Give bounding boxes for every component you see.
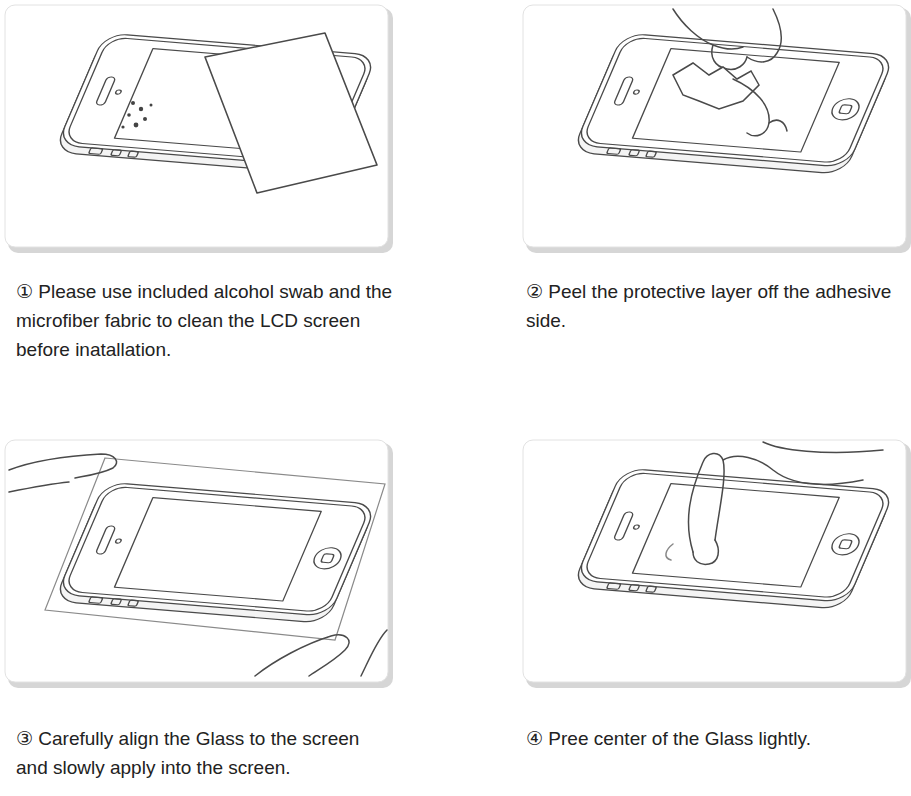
step-caption: ③ Carefully align the Glass to the scree… — [16, 724, 396, 782]
step-panel — [5, 440, 393, 688]
step-caption: ④ Pree center of the Glass lightly. — [526, 724, 906, 753]
step-caption: ② Peel the protective layer off the adhe… — [526, 277, 906, 335]
step-caption: ① Please use included alcohol swab and t… — [16, 277, 396, 364]
step-panel — [523, 440, 911, 688]
step-panel — [523, 5, 911, 253]
step-panel — [5, 5, 393, 253]
